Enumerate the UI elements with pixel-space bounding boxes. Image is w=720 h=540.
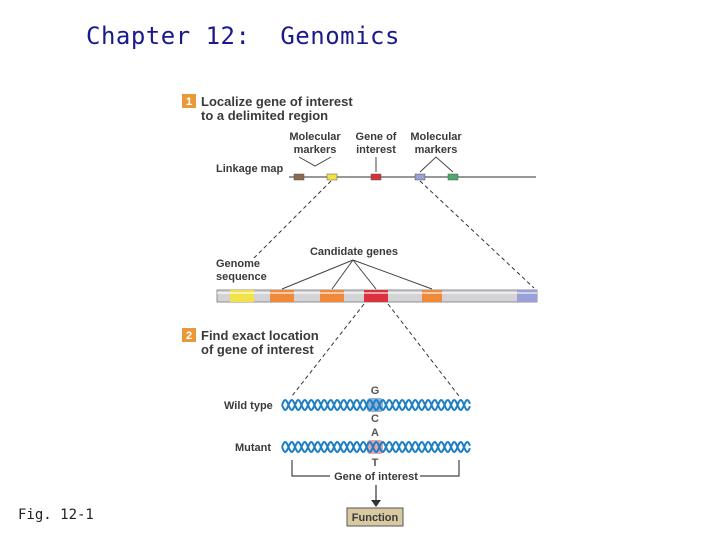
base-a: A [371, 427, 379, 439]
zoom-line-left-1 [251, 180, 332, 261]
marker-brown [293, 173, 305, 181]
step2-title-line2: of gene of interest [201, 342, 314, 357]
marker-right-pointers [419, 156, 454, 173]
candidate-gene-3 [422, 290, 442, 302]
candidate-gene-1 [270, 290, 294, 302]
marker-right-label-1: Molecular [410, 131, 462, 143]
figure-caption: Fig. 12-1 [18, 507, 94, 523]
mutant-label: Mutant [235, 442, 271, 454]
wild-type-label: Wild type [224, 400, 273, 412]
step2-title-line1: Find exact location [201, 328, 319, 343]
function-label: Function [352, 512, 399, 524]
slide-title: Chapter 12: Genomics [86, 22, 400, 50]
base-g: G [371, 385, 380, 397]
dna-strand [281, 398, 471, 412]
gene-of-interest-bracket-label: Gene of interest [334, 471, 418, 483]
wild-type-dna-helix [281, 398, 471, 412]
linkage-map-label: Linkage map [216, 163, 284, 175]
zoom-line-right-1 [419, 180, 535, 289]
genome-segment-yellow [230, 290, 254, 302]
genome-segment-blue [517, 290, 537, 302]
zoom-line-right-2 [387, 303, 460, 397]
genome-sequence-label-2: sequence [216, 271, 267, 283]
base-c: C [371, 413, 379, 425]
marker-yellow [326, 173, 338, 181]
gene-of-interest-bracket [291, 460, 460, 477]
gene-of-interest-label-1: Gene of [356, 131, 397, 143]
marker-green [447, 173, 459, 181]
mutant-dna-helix [281, 440, 471, 454]
dna-strand [281, 440, 471, 454]
dna-strand [281, 440, 471, 454]
dna-strand [281, 398, 471, 412]
step1-title-line2: to a delimited region [201, 108, 328, 123]
genome-sequence-label-1: Genome [216, 258, 260, 270]
candidate-gene-2 [320, 290, 344, 302]
marker-right-label-2: markers [415, 144, 458, 156]
step1-title-line1: Localize gene of interest [201, 94, 353, 109]
step1-number: 1 [186, 96, 192, 108]
zoom-line-left-2 [291, 303, 365, 397]
gene-marker-red [370, 173, 382, 181]
function-arrow-head [371, 500, 381, 507]
marker-left-label-2: markers [294, 144, 337, 156]
function-box [346, 507, 404, 527]
base-t: T [372, 457, 379, 469]
candidate-pointers [281, 259, 433, 290]
step2-badge [182, 328, 196, 342]
step1-badge [182, 94, 196, 108]
candidate-genes-label: Candidate genes [310, 246, 398, 258]
marker-blue [414, 173, 426, 181]
step2-number: 2 [186, 330, 192, 342]
candidate-gene-red [364, 290, 388, 302]
gene-of-interest-label-2: interest [356, 144, 396, 156]
marker-left-pointers [298, 156, 332, 167]
marker-left-label-1: Molecular [289, 131, 341, 143]
